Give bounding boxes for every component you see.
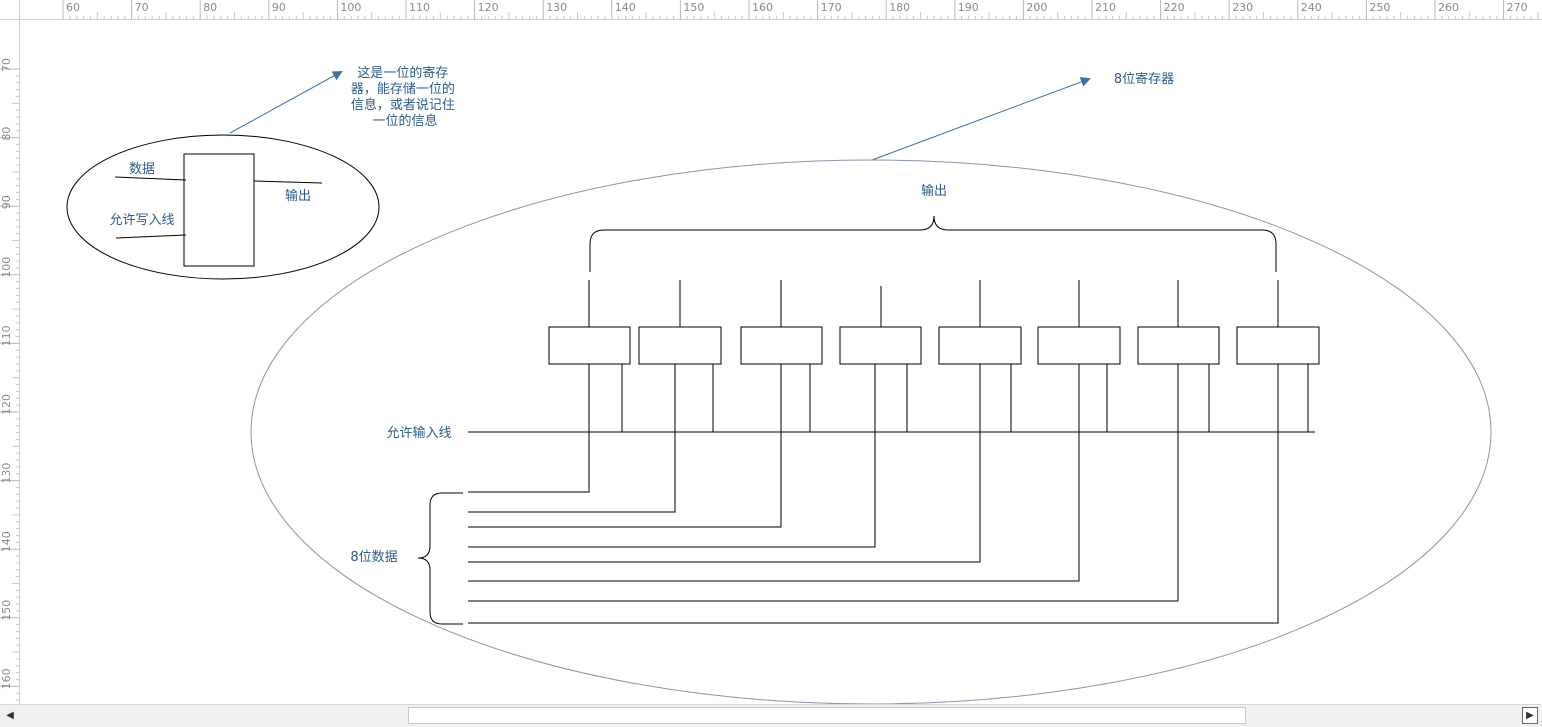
small-data-label: 数据 bbox=[129, 162, 155, 177]
ruler-label: 130 bbox=[546, 1, 567, 14]
scrollbar-thumb[interactable] bbox=[408, 707, 1246, 724]
one-bit-ellipse[interactable] bbox=[66, 134, 380, 280]
horizontal-ruler-ticks: 60 70 80 90 100 110 120 130 140 150 160 170 180 190 20… bbox=[62, 0, 1539, 20]
ruler-label: 80 bbox=[0, 127, 13, 141]
one-bit-callout-arrow[interactable] bbox=[229, 71, 343, 134]
data-bit-line-4[interactable] bbox=[468, 364, 876, 548]
register-cell-1[interactable] bbox=[548, 326, 631, 365]
register-cells bbox=[468, 280, 1320, 624]
ruler-label: 120 bbox=[0, 394, 13, 415]
register-cell-5[interactable] bbox=[938, 326, 1022, 365]
ruler-label: 80 bbox=[203, 1, 217, 14]
one-bit-register-box[interactable] bbox=[183, 153, 255, 267]
output-brace[interactable] bbox=[589, 215, 1277, 272]
data-bit-line-8[interactable] bbox=[468, 364, 1279, 624]
scroll-left-arrow-icon[interactable]: ◀ bbox=[6, 710, 14, 721]
one-bit-note-line-3: 信息，或者说记住 bbox=[351, 97, 455, 113]
eight-bit-callout-arrow[interactable] bbox=[871, 77, 1091, 161]
ruler-label: 250 bbox=[1369, 1, 1390, 14]
register-cell-4[interactable] bbox=[839, 326, 922, 365]
register-cell-8[interactable] bbox=[1236, 326, 1320, 365]
eight-bit-ellipse[interactable] bbox=[250, 159, 1492, 704]
ruler-label: 130 bbox=[0, 463, 13, 484]
ruler-label: 100 bbox=[0, 257, 13, 278]
ruler-label: 240 bbox=[1301, 1, 1322, 14]
data-bit-line-5[interactable] bbox=[468, 364, 981, 563]
register-cell-6[interactable] bbox=[1037, 326, 1121, 365]
ruler-label: 140 bbox=[615, 1, 636, 14]
ruler-label: 60 bbox=[66, 1, 80, 14]
data-bit-line-7[interactable] bbox=[468, 364, 1179, 602]
output-line[interactable] bbox=[253, 180, 323, 184]
one-bit-note-line-4: 一位的信息 bbox=[372, 113, 437, 129]
big-output-label: 输出 bbox=[921, 183, 947, 199]
data-bit-line-2[interactable] bbox=[468, 364, 676, 513]
data-bit-line-1[interactable] bbox=[468, 364, 590, 493]
register-cell-3[interactable] bbox=[740, 326, 823, 365]
ruler-label: 210 bbox=[1095, 1, 1116, 14]
data-input-brace[interactable] bbox=[417, 492, 463, 625]
ruler-label: 140 bbox=[0, 531, 13, 552]
ruler-label: 150 bbox=[0, 600, 13, 621]
ruler-label: 100 bbox=[340, 1, 361, 14]
eight-bit-note: 8位寄存器 bbox=[1114, 71, 1174, 87]
write-enable-line[interactable] bbox=[115, 234, 187, 239]
small-write-enable-label: 允许写入线 bbox=[109, 212, 174, 228]
ruler-label: 70 bbox=[0, 58, 13, 72]
ruler-label: 90 bbox=[0, 195, 13, 209]
one-bit-note-line-1: 这是一位的寄存 bbox=[357, 65, 448, 81]
big-data-label: 8位数据 bbox=[350, 550, 397, 565]
one-bit-note-line-2: 器，能存储一位的 bbox=[351, 81, 455, 97]
one-bit-note: 这是一位的寄存 器，能存储一位的 信息，或者说记住 一位的信息 bbox=[351, 65, 459, 129]
ruler-label: 260 bbox=[1438, 1, 1459, 14]
data-bit-line-6[interactable] bbox=[468, 364, 1080, 582]
horizontal-scrollbar[interactable]: ◀ ▶ bbox=[0, 704, 1542, 727]
ruler-label: 90 bbox=[272, 1, 286, 14]
ruler-label: 190 bbox=[958, 1, 979, 14]
vertical-ruler-ticks: 70 80 90 100 110 120 130 140 150 160 bbox=[0, 58, 20, 701]
big-enable-label: 允许输入线 bbox=[386, 425, 451, 441]
ruler-label: 160 bbox=[0, 668, 13, 689]
ruler-label: 220 bbox=[1164, 1, 1185, 14]
scroll-right-arrow-icon[interactable]: ▶ bbox=[1522, 707, 1538, 724]
ruler-label: 230 bbox=[1232, 1, 1253, 14]
register-cell-7[interactable] bbox=[1137, 326, 1220, 365]
small-output-label: 输出 bbox=[285, 188, 311, 204]
ruler-label: 70 bbox=[135, 1, 149, 14]
ruler-label: 160 bbox=[752, 1, 773, 14]
ruler-label: 150 bbox=[683, 1, 704, 14]
one-bit-register-group[interactable]: 数据 允许写入线 输出 bbox=[66, 134, 380, 280]
data-input-line[interactable] bbox=[114, 176, 187, 181]
horizontal-ruler: 60 70 80 90 100 110 120 130 140 150 160 170 180 190 20… bbox=[0, 0, 1542, 20]
ruler-label: 110 bbox=[409, 1, 430, 14]
ruler-label: 170 bbox=[821, 1, 842, 14]
ruler-label: 200 bbox=[1026, 1, 1047, 14]
drawing-canvas[interactable]: 数据 允许写入线 输出 这是一位的寄存 器，能存储一位的 信息，或者说记住 一位… bbox=[0, 0, 1542, 704]
ruler-label: 120 bbox=[478, 1, 499, 14]
ruler-label: 110 bbox=[0, 325, 13, 346]
ruler-corner bbox=[0, 0, 20, 20]
ruler-label: 180 bbox=[889, 1, 910, 14]
vertical-ruler: 70 80 90 100 110 120 130 140 150 160 bbox=[0, 20, 20, 704]
ruler-label: 270 bbox=[1507, 1, 1528, 14]
data-bit-line-3[interactable] bbox=[468, 364, 782, 528]
register-cell-2[interactable] bbox=[638, 326, 722, 365]
